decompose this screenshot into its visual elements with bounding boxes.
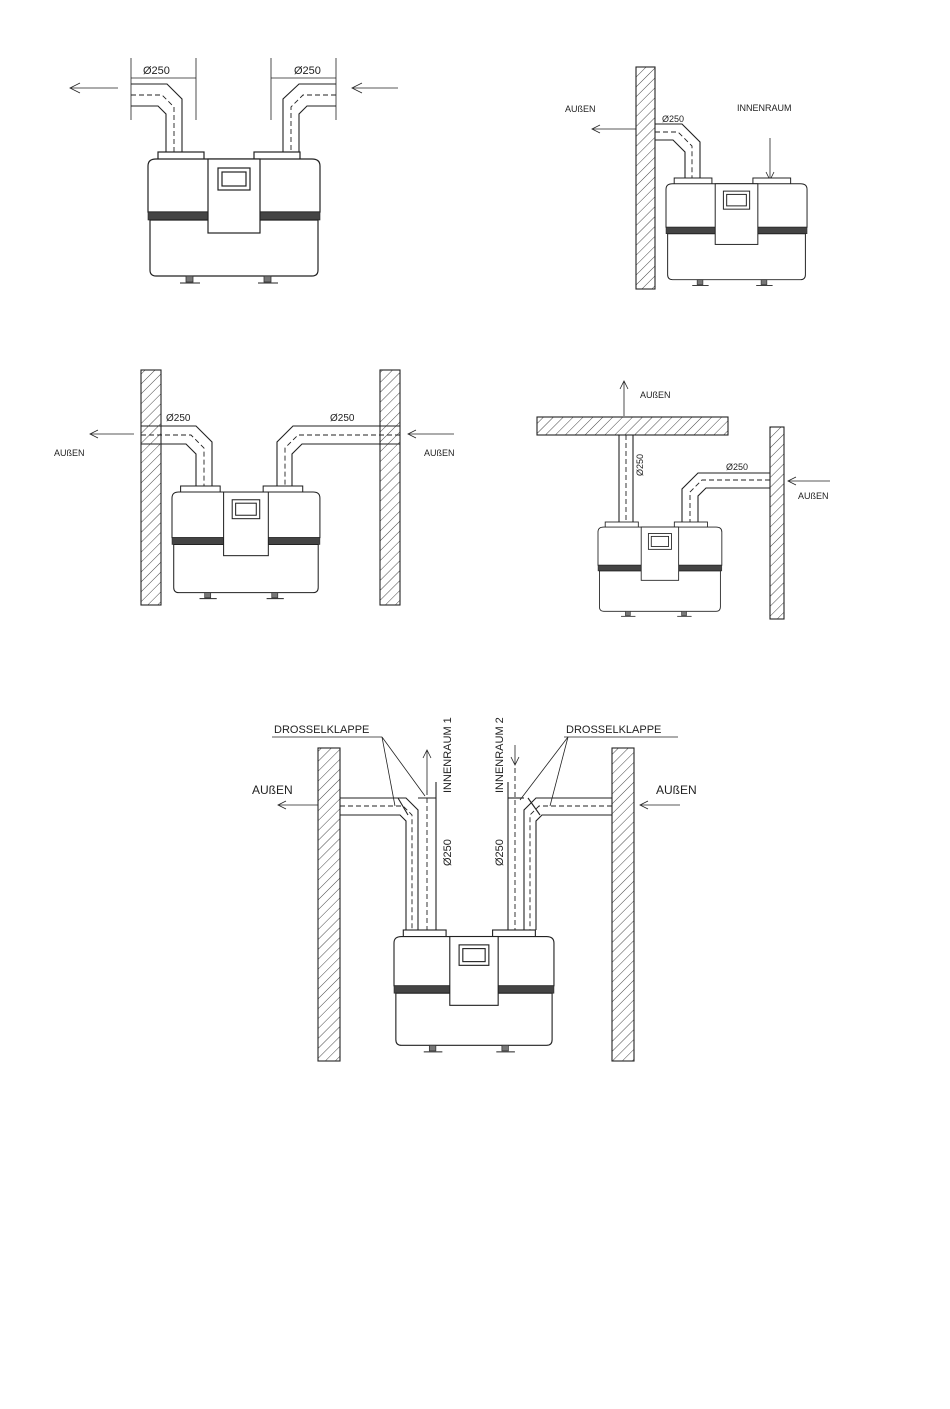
diagram-3-two-walls: Ø250 Ø250 AUßEN AUßEN xyxy=(54,370,455,605)
outside-label: AUßEN xyxy=(798,491,829,501)
arrow-icon xyxy=(278,801,318,809)
inside-1-label: INNENRAUM 1 xyxy=(442,717,454,793)
wall-hatch xyxy=(612,748,634,1061)
arrow-icon xyxy=(620,381,628,416)
arrow-icon xyxy=(788,477,830,485)
arrow-icon xyxy=(640,801,680,809)
diameter-label: Ø250 xyxy=(662,114,684,124)
diameter-label: Ø250 xyxy=(166,413,191,424)
arrow-icon xyxy=(423,750,431,790)
wall-hatch xyxy=(770,427,784,619)
wall-hatch xyxy=(537,417,728,435)
diameter-label: Ø250 xyxy=(635,454,645,476)
inside-label: INNENRAUM xyxy=(737,103,792,113)
arrow-icon xyxy=(592,125,636,133)
arrow-icon xyxy=(408,430,454,438)
ventilation-unit xyxy=(148,152,320,283)
diameter-label: Ø250 xyxy=(442,839,454,866)
inside-2-label: INNENRAUM 2 xyxy=(494,717,506,793)
damper-label: DROSSELKLAPPE xyxy=(274,724,369,736)
outside-label: AUßEN xyxy=(565,104,596,114)
diameter-label: Ø250 xyxy=(294,65,321,77)
diameter-label: Ø250 xyxy=(143,65,170,77)
arrow-icon xyxy=(352,83,398,93)
diameter-label: Ø250 xyxy=(726,462,748,472)
wall-hatch xyxy=(636,67,655,289)
arrow-icon xyxy=(90,430,134,438)
arrow-icon xyxy=(511,745,519,765)
diagram-2-single-wall: AUßEN INNENRAUM Ø250 xyxy=(565,67,807,289)
diagram-4-roof-and-wall: AUßEN AUßEN Ø250 Ø250 xyxy=(537,381,830,619)
arrow-icon xyxy=(766,138,774,180)
outside-label: AUßEN xyxy=(640,390,671,400)
outside-label: AUßEN xyxy=(54,448,85,458)
wall-hatch xyxy=(141,370,161,605)
diagram-1-free-standing: Ø250 Ø250 xyxy=(70,58,398,283)
wall-hatch xyxy=(318,748,340,1061)
outside-label: AUßEN xyxy=(424,448,455,458)
ventilation-unit xyxy=(666,178,807,285)
diameter-label: Ø250 xyxy=(494,839,506,866)
outside-label: AUßEN xyxy=(656,783,697,797)
damper-label: DROSSELKLAPPE xyxy=(566,724,661,736)
outside-label: AUßEN xyxy=(252,783,293,797)
ventilation-unit xyxy=(394,930,554,1052)
arrow-icon xyxy=(70,83,118,93)
wall-hatch xyxy=(380,370,400,605)
diagram-5-two-rooms-dampers: DROSSELKLAPPE DROSSELKLAPPE AUßEN AUßEN … xyxy=(252,717,697,1061)
ventilation-unit xyxy=(598,522,722,616)
ventilation-unit xyxy=(172,486,320,599)
diameter-label: Ø250 xyxy=(330,413,355,424)
